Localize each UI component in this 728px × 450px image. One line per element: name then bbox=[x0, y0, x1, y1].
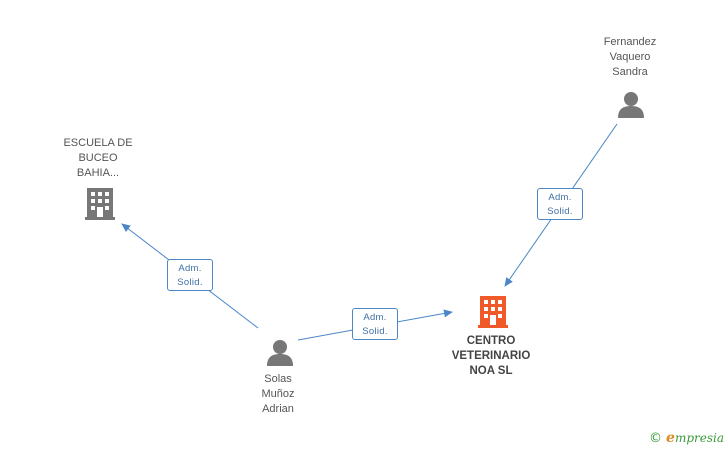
badge-line: Solid. bbox=[362, 326, 388, 337]
copyright-icon: © bbox=[649, 431, 663, 446]
label-line: CENTRO bbox=[466, 335, 516, 347]
badge-line: Adm. bbox=[178, 263, 202, 274]
node-label-centro[interactable]: CENTRO VETERINARIO NOA SL bbox=[436, 334, 546, 379]
node-label-solas[interactable]: Solas Muñoz Adrian bbox=[228, 372, 328, 417]
badge-line: Solid. bbox=[177, 277, 203, 288]
label-line: Adrian bbox=[262, 403, 294, 415]
edge-badge-fernandez-centro: Adm. Solid. bbox=[537, 188, 583, 220]
label-line: BUCEO bbox=[78, 152, 118, 164]
brand-name: mpresia bbox=[674, 431, 724, 445]
edge-badge-solas-escuela: Adm. Solid. bbox=[167, 259, 213, 291]
label-line: Vaquero bbox=[609, 51, 651, 63]
brand-watermark: ©empresia bbox=[649, 430, 724, 446]
person-icon[interactable] bbox=[267, 340, 293, 366]
label-line: NOA SL bbox=[469, 365, 513, 377]
badge-line: Adm. bbox=[363, 312, 387, 323]
label-line: BAHIA... bbox=[76, 167, 120, 179]
brand-initial: e bbox=[666, 430, 675, 446]
label-line: ESCUELA DE bbox=[63, 137, 133, 149]
badge-line: Adm. bbox=[548, 192, 572, 203]
person-icon[interactable] bbox=[618, 92, 644, 118]
node-label-fernandez[interactable]: Fernandez Vaquero Sandra bbox=[580, 35, 680, 80]
label-line: Solas bbox=[264, 373, 292, 385]
label-line: Sandra bbox=[612, 66, 648, 78]
badge-line: Solid. bbox=[547, 206, 573, 217]
label-line: Fernandez bbox=[603, 36, 657, 48]
building-icon[interactable] bbox=[478, 296, 508, 328]
label-line: Muñoz bbox=[261, 388, 295, 400]
edge-badge-solas-centro: Adm. Solid. bbox=[352, 308, 398, 340]
label-line: VETERINARIO bbox=[451, 350, 531, 362]
node-label-escuela[interactable]: ESCUELA DE BUCEO BAHIA... bbox=[48, 136, 148, 181]
building-icon[interactable] bbox=[85, 188, 115, 220]
